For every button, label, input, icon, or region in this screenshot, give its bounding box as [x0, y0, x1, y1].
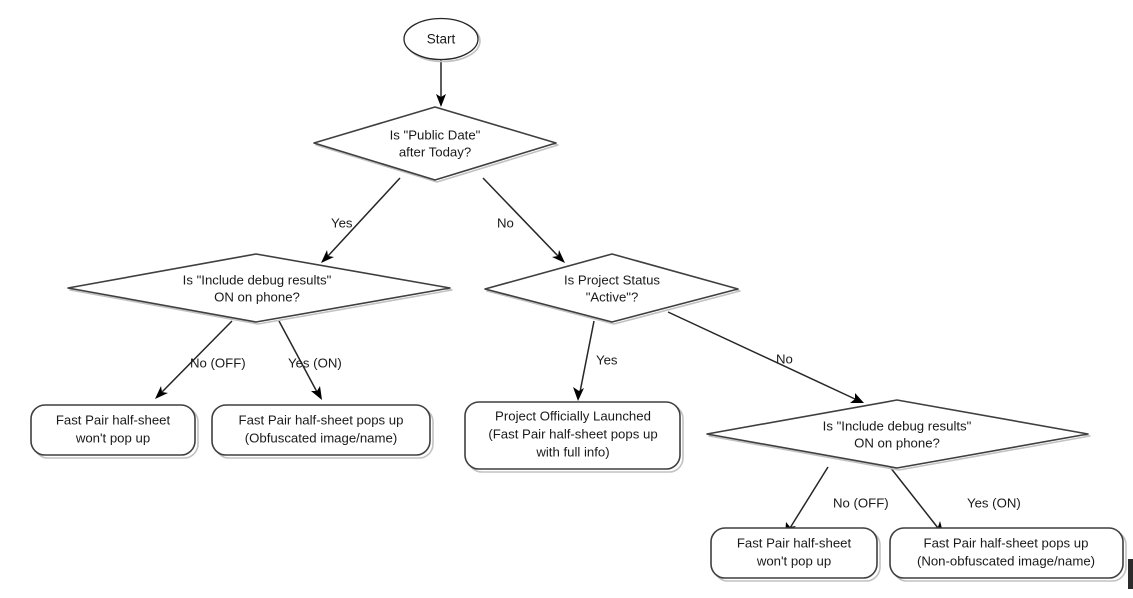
decision-public-date-line2: after Today?: [399, 144, 471, 159]
edge-label-project-status-yes: Yes: [596, 352, 618, 367]
arrowhead: [850, 393, 864, 403]
result-right-no-line2: won't pop up: [756, 553, 831, 568]
edge-crop-artifact: [1128, 559, 1133, 589]
result-right-no-line1: Fast Pair half-sheet: [737, 535, 852, 550]
node-decision-project-status[interactable]: Is Project Status "Active"?: [484, 253, 741, 325]
arrowhead: [552, 250, 565, 263]
arrowhead: [436, 94, 446, 107]
edge-line: [889, 466, 939, 529]
result-left-yes-line2: (Obfuscated image/name): [245, 430, 397, 445]
node-result-left-yes[interactable]: Fast Pair half-sheet pops up (Obfuscated…: [211, 404, 434, 459]
result-right-no-box: [710, 527, 878, 579]
decision-debug-left-line1: Is "Include debug results": [183, 272, 332, 287]
edge-debug-right-no: No (OFF): [785, 466, 889, 536]
result-launched-line2: (Fast Pair half-sheet pops up: [488, 426, 657, 441]
node-result-right-no[interactable]: Fast Pair half-sheet won't pop up: [710, 527, 881, 582]
edge-debug-right-yes: Yes (ON): [889, 466, 1021, 536]
node-result-launched[interactable]: Project Officially Launched (Fast Pair h…: [464, 401, 684, 473]
result-left-yes-line1: Fast Pair half-sheet pops up: [239, 412, 404, 427]
start-label: Start: [427, 32, 456, 47]
edge-debug-left-yes: Yes (ON): [278, 320, 342, 400]
arrowhead: [573, 387, 584, 401]
result-right-yes-line1: Fast Pair half-sheet pops up: [924, 535, 1089, 550]
edge-public-date-no: No: [482, 177, 565, 263]
decision-debug-right-line1: Is "Include debug results": [823, 418, 972, 433]
edge-label-project-status-no: No: [776, 351, 793, 366]
result-left-no-line1: Fast Pair half-sheet: [56, 412, 171, 427]
edge-start-to-public-date: [436, 59, 446, 107]
edge-label-debug-left-yes: Yes (ON): [288, 355, 342, 370]
edge-label-public-date-yes: Yes: [331, 215, 353, 230]
edge-line: [579, 320, 595, 393]
edge-project-status-no: No: [667, 311, 864, 403]
arrowhead: [321, 250, 334, 263]
edge-line: [278, 320, 318, 393]
edge-label-public-date-no: No: [497, 215, 514, 230]
node-start[interactable]: Start: [403, 17, 481, 63]
result-left-no-line2: won't pop up: [75, 430, 150, 445]
edge-debug-left-no: No (OFF): [155, 320, 246, 399]
decision-debug-right-diamond: [706, 399, 1089, 469]
start-ellipse: [403, 17, 479, 61]
edge-label-debug-right-yes: Yes (ON): [967, 495, 1021, 510]
result-left-yes-box: [211, 404, 431, 456]
node-decision-debug-right[interactable]: Is "Include debug results" ON on phone?: [706, 399, 1091, 471]
result-right-yes-box: [889, 527, 1124, 579]
edge-label-debug-left-no: No (OFF): [190, 355, 246, 370]
decision-public-date-diamond: [313, 106, 557, 181]
node-decision-public-date[interactable]: Is "Public Date" after Today?: [313, 106, 559, 183]
result-launched-line3: with full info): [535, 444, 609, 459]
decision-project-status-line2: "Active"?: [586, 289, 639, 304]
decision-debug-right-line2: ON on phone?: [854, 435, 940, 450]
edge-line: [667, 311, 856, 400]
edge-line: [482, 177, 559, 257]
decision-project-status-diamond: [484, 253, 739, 323]
arrowhead: [155, 386, 168, 399]
result-right-yes-line2: (Non-obfuscated image/name): [917, 553, 1095, 568]
edge-line: [327, 177, 401, 257]
edge-public-date-yes: Yes: [321, 177, 401, 263]
decision-public-date-line1: Is "Public Date": [390, 127, 481, 142]
result-launched-box: [464, 401, 681, 470]
node-result-right-yes[interactable]: Fast Pair half-sheet pops up (Non-obfusc…: [889, 527, 1127, 582]
decision-debug-left-diamond: [67, 253, 451, 323]
node-result-left-no[interactable]: Fast Pair half-sheet won't pop up: [30, 404, 199, 459]
edge-project-status-yes: Yes: [573, 320, 618, 401]
decision-debug-left-line2: ON on phone?: [214, 289, 300, 304]
arrowhead: [311, 386, 322, 400]
edge-line: [161, 320, 233, 393]
result-left-no-box: [30, 404, 196, 456]
decision-project-status-line1: Is Project Status: [564, 272, 660, 287]
node-decision-debug-left[interactable]: Is "Include debug results" ON on phone?: [67, 253, 453, 325]
edge-line: [789, 466, 829, 529]
edge-label-debug-right-no: No (OFF): [833, 495, 889, 510]
result-launched-line1: Project Officially Launched: [495, 408, 651, 423]
